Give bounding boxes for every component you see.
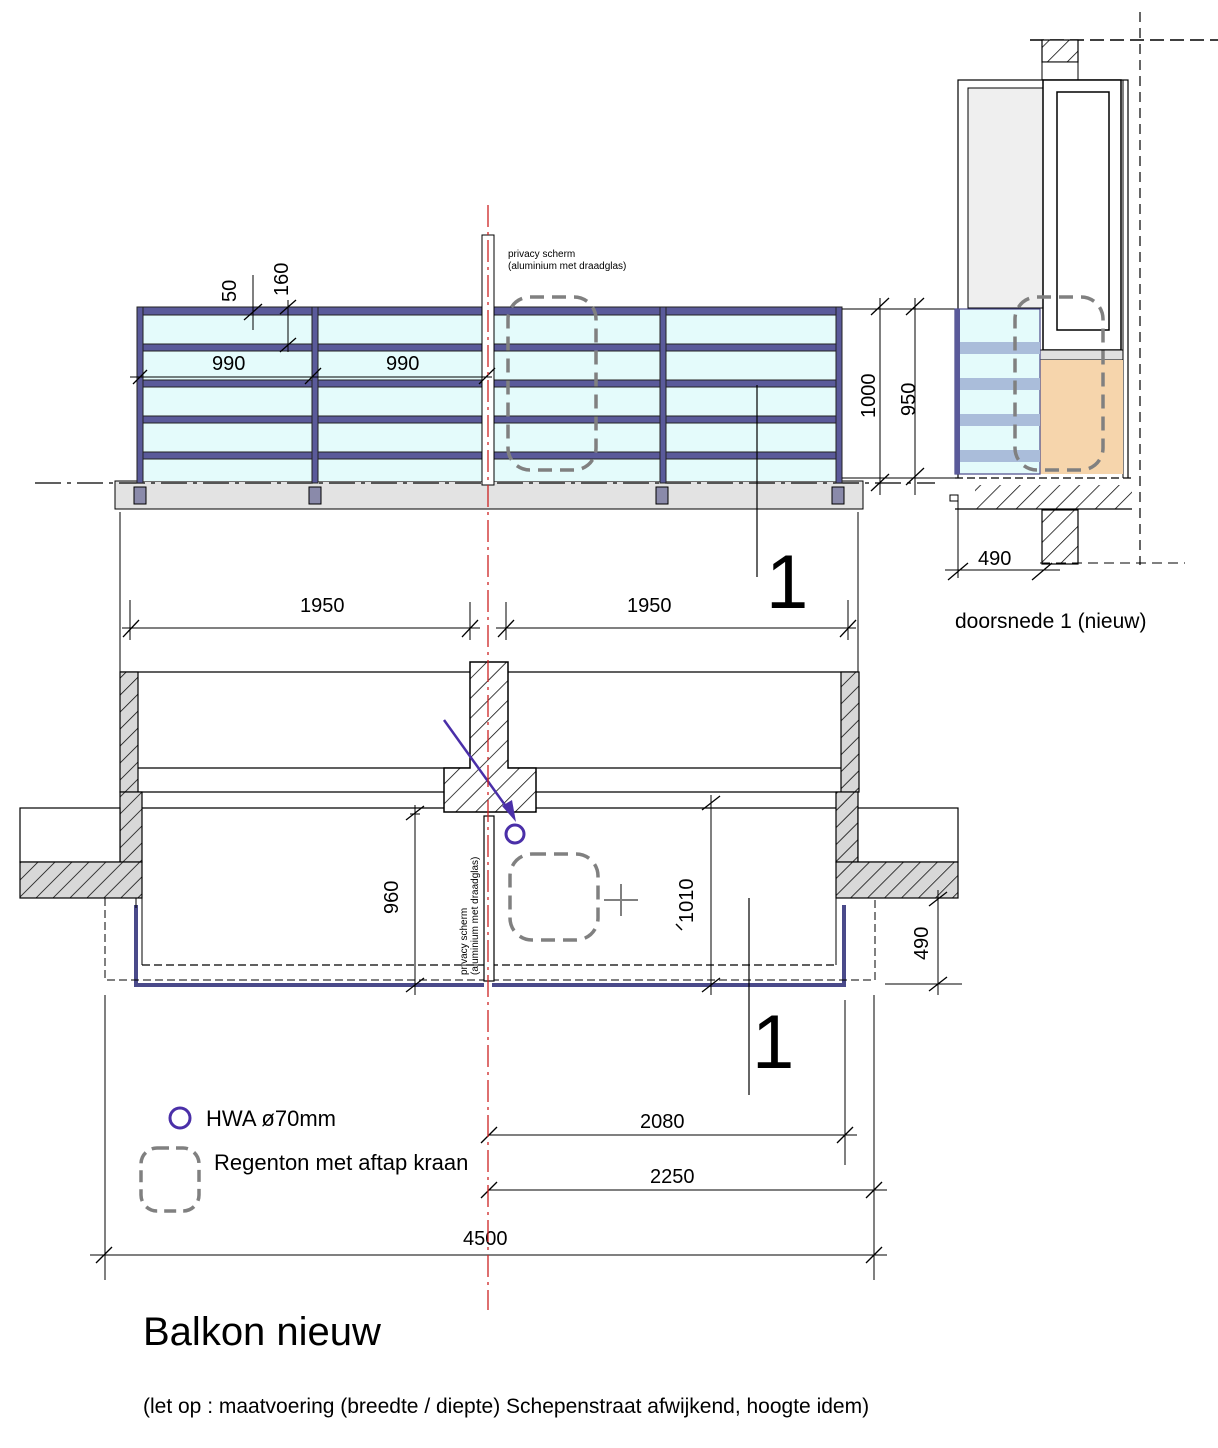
dim-2250: 2250 [650, 1166, 695, 1188]
railing-post [136, 306, 144, 484]
balcony-outline [134, 905, 846, 987]
post-anchor [308, 486, 322, 505]
railing-post [835, 306, 843, 484]
rain-barrel-outline [506, 295, 598, 472]
hwa-legend-icon [168, 1106, 192, 1130]
door-glass [967, 87, 1044, 309]
regenton-legend-label: Regenton met aftap kraan [214, 1150, 468, 1175]
post-anchor [133, 486, 147, 505]
plan-view: 1950 1950 privacy scherm (aluminium met [19, 512, 962, 1280]
window-glass [1056, 91, 1110, 331]
dim-4500: 4500 [463, 1228, 508, 1250]
wall-below-hatch [1041, 509, 1079, 565]
section-marker: 1 [766, 540, 808, 625]
dim-1950-left: 1950 [300, 595, 345, 617]
dim-50: 50 [219, 280, 241, 302]
dim-1000: 1000 [858, 374, 880, 419]
dim-1950-right: 1950 [627, 595, 672, 617]
section-view: 490 doorsnede 1 (nieuw) [945, 12, 1218, 633]
brick-wall [1040, 360, 1123, 474]
dim-1010: 1010 [676, 879, 698, 924]
dim-160: 160 [271, 263, 293, 296]
drawing-title: Balkon nieuw [143, 1310, 381, 1354]
balcony-slab [114, 480, 864, 510]
railing-post [311, 306, 319, 484]
floor-slab-left [19, 861, 143, 899]
wall-hatch [1041, 39, 1079, 63]
rain-barrel-section-outline [1013, 295, 1105, 472]
legend: HWA ø70mm Regenton met aftap kraan [139, 1106, 468, 1213]
post-anchor [655, 486, 669, 505]
dim-490-plan: 490 [911, 927, 933, 960]
railing-post [659, 306, 667, 484]
privacy-screen-plan-label: privacy scherm [459, 908, 470, 975]
section-caption: doorsnede 1 (nieuw) [955, 610, 1146, 633]
plan-wall-right [840, 671, 860, 793]
dim-990-left: 990 [212, 353, 245, 375]
dim-960: 960 [381, 881, 403, 914]
privacy-screen-label: privacy scherm [508, 249, 575, 260]
privacy-screen-plan-label-material: (aluminium met draadglas) [470, 857, 481, 975]
window-sill [1034, 349, 1124, 361]
floor-slab-right [835, 861, 959, 899]
plan-section-marker: 1 [752, 1000, 794, 1085]
old-balcony-outline [104, 898, 876, 981]
drawing-note: (let op : maatvoering (breedte / diepte)… [143, 1395, 869, 1418]
railing-glass-section [954, 308, 1041, 475]
central-wall-hatch [443, 661, 537, 813]
privacy-screen-label-material: (aluminium met draadglas) [508, 261, 626, 272]
section-dim-490: 490 [978, 548, 1011, 570]
hwa-downpipe-icon [504, 823, 526, 845]
post-anchor [831, 486, 845, 505]
dim-990-right: 990 [386, 353, 419, 375]
rain-barrel-plan-outline [508, 852, 600, 942]
dim-2080: 2080 [640, 1111, 685, 1133]
regenton-legend-icon [139, 1146, 201, 1213]
hwa-legend-label: HWA ø70mm [206, 1106, 336, 1131]
plan-wall-left [119, 671, 139, 793]
hwa-arrow [442, 719, 512, 813]
privacy-screen-plan [483, 815, 495, 982]
dim-950: 950 [898, 383, 920, 416]
elevation-view: privacy scherm (aluminium met draadglas)… [35, 234, 955, 625]
